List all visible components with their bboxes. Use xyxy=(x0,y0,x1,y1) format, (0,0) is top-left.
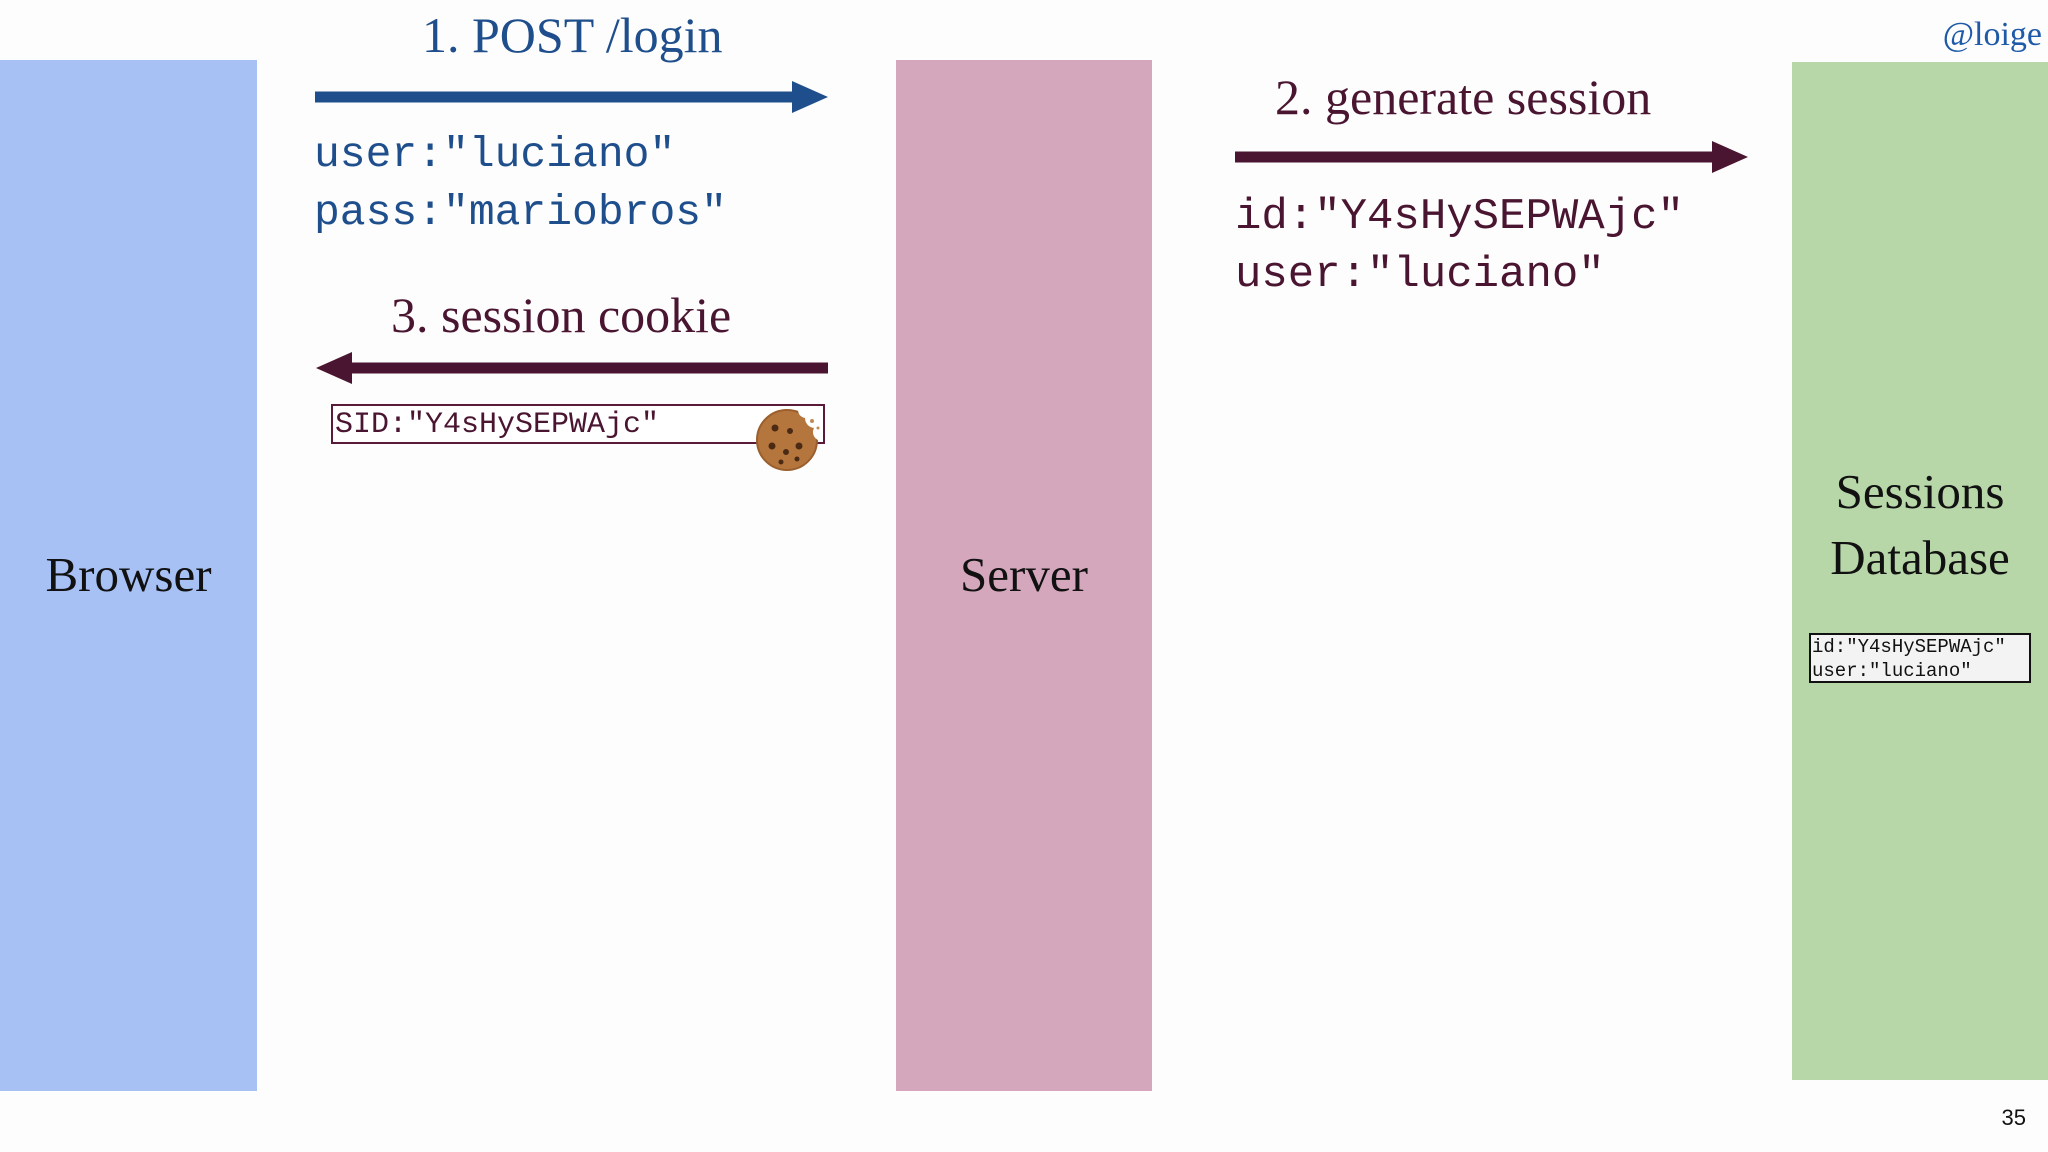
cookie-step-title: 3. session cookie xyxy=(391,287,732,343)
login-step-title: 1. POST /login xyxy=(422,7,723,63)
cookie-value: SID:"Y4sHySEPWAjc" xyxy=(335,408,660,442)
db-record-user: user:"luciano" xyxy=(1812,660,1972,683)
db-record: id:"Y4sHySEPWAjc" user:"luciano" xyxy=(1809,633,2031,684)
browser-column: Browser xyxy=(0,60,257,1091)
generate-user-line: user:"luciano" xyxy=(1235,250,1605,300)
generate-id-line: id:"Y4sHySEPWAjc" xyxy=(1235,192,1684,242)
database-label-line2: Database xyxy=(1830,530,2010,585)
session-cookie-arrow xyxy=(316,352,828,384)
db-record-id: id:"Y4sHySEPWAjc" xyxy=(1812,636,2006,659)
login-arrow xyxy=(315,81,828,113)
login-pass-line: pass:"mariobros" xyxy=(314,188,727,237)
generate-step-title: 2. generate session xyxy=(1275,69,1652,125)
cookie-value-box: SID:"Y4sHySEPWAjc" xyxy=(331,404,825,444)
database-label-line1: Sessions xyxy=(1835,463,2005,519)
server-column: Server xyxy=(896,60,1152,1091)
browser-label: Browser xyxy=(45,547,212,603)
author-handle: @loige xyxy=(1942,16,2042,53)
login-user-line: user:"luciano" xyxy=(314,130,676,179)
server-label: Server xyxy=(960,547,1088,603)
sessions-database-column: Sessions Database id:"Y4sHySEPWAjc" user… xyxy=(1792,62,2048,1080)
page-number: 35 xyxy=(2001,1105,2026,1130)
generate-session-arrow xyxy=(1235,141,1748,173)
